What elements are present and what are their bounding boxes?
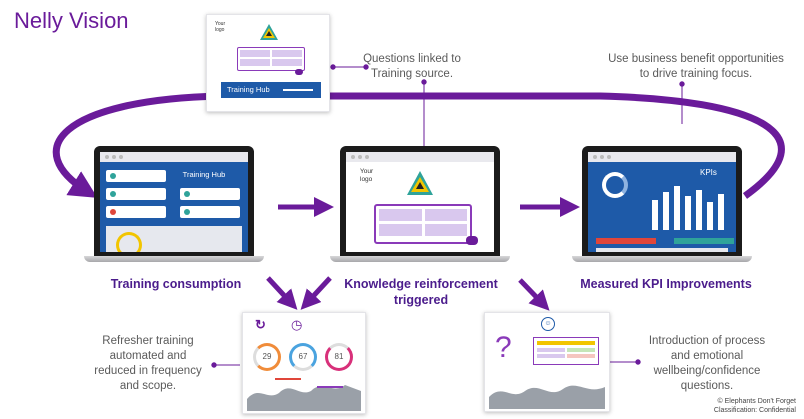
note-line: to drive training focus. bbox=[639, 68, 753, 80]
footer-line: Classification: Confidential bbox=[713, 407, 796, 414]
profile-icon: ☺ bbox=[541, 317, 555, 331]
caption-line: triggered bbox=[393, 293, 449, 307]
introduction-card: ☺ ? bbox=[484, 312, 610, 412]
laptop-logo-text: Your logo bbox=[360, 168, 373, 184]
note-line: wellbeing/confidence bbox=[653, 365, 761, 377]
note-line: Introduction of process bbox=[648, 335, 766, 347]
cycle-curve bbox=[52, 92, 785, 199]
note-line: automated and bbox=[109, 350, 187, 362]
elephant-icon bbox=[466, 236, 478, 245]
caption-kpi: Measured KPI Improvements bbox=[580, 277, 752, 291]
note-line: reduced in frequency bbox=[94, 365, 202, 377]
laptop-knowledge: Your logo bbox=[330, 146, 510, 264]
dial-1: 29 bbox=[253, 343, 281, 371]
dial-3: 81 bbox=[325, 343, 353, 371]
caption-line: Knowledge reinforcement bbox=[344, 277, 498, 291]
note-refresher: Refresher training automated and reduced… bbox=[88, 334, 208, 394]
logo-line: Your bbox=[360, 168, 374, 175]
note-line: and scope. bbox=[119, 380, 177, 392]
caption-knowledge: Knowledge reinforcement triggered bbox=[336, 276, 506, 308]
note-line: and emotional bbox=[670, 350, 744, 362]
training-hub-card: Your logo Training Hub bbox=[206, 14, 330, 112]
timer-icon: ◷ bbox=[291, 317, 303, 332]
footer-line: © Elephants Don't Forget bbox=[717, 398, 796, 405]
triangle-logo-icon bbox=[407, 171, 433, 195]
elephant-icon bbox=[295, 69, 303, 75]
laptop-kpis: KPIs bbox=[572, 146, 752, 264]
note-line: Training source. bbox=[370, 68, 454, 80]
note-line: questions. bbox=[680, 380, 734, 392]
kpi-bar-chart bbox=[652, 186, 724, 230]
note-business: Use business benefit opportunities to dr… bbox=[596, 52, 796, 82]
laptop-training-hub: Training Hub bbox=[84, 146, 264, 264]
kpis-title: KPIs bbox=[700, 168, 717, 177]
note-line: Use business benefit opportunities bbox=[608, 53, 784, 65]
card-hub-title: Training Hub bbox=[227, 85, 270, 94]
arrow-to-refresher-left bbox=[266, 276, 298, 310]
laptop-question-box bbox=[374, 204, 472, 244]
arrow-to-introduction bbox=[518, 278, 550, 311]
logo-line: Your bbox=[215, 21, 226, 27]
refresh-icon: ↻ bbox=[255, 317, 266, 332]
card-logo-text: Your logo bbox=[215, 21, 225, 33]
note-line: Questions linked to bbox=[363, 53, 461, 65]
footer-text: © Elephants Don't Forget Classification:… bbox=[656, 397, 796, 415]
refresher-area-chart bbox=[247, 378, 361, 411]
refresher-card: ↻ ◷ 29 67 81 bbox=[242, 312, 366, 414]
kpi-donut bbox=[602, 172, 628, 198]
logo-line: logo bbox=[360, 176, 373, 183]
note-line: Refresher training bbox=[102, 335, 194, 347]
caption-training: Training consumption bbox=[110, 277, 242, 291]
card-hub-banner: Training Hub bbox=[221, 82, 321, 98]
triangle-logo-icon bbox=[260, 24, 278, 40]
logo-line: logo bbox=[215, 27, 225, 33]
note-questions: Questions linked to Training source. bbox=[352, 52, 472, 82]
intro-question-box bbox=[533, 337, 599, 365]
question-mark-icon: ? bbox=[495, 331, 512, 364]
arrow-to-refresher-right bbox=[300, 276, 332, 310]
dial-2: 67 bbox=[289, 343, 317, 371]
page-title: Nelly Vision bbox=[14, 8, 129, 33]
note-introduction: Introduction of process and emotional we… bbox=[642, 334, 772, 394]
card-question-box bbox=[237, 47, 305, 71]
introduction-area-chart bbox=[489, 385, 605, 409]
hub-title: Training Hub bbox=[182, 170, 226, 179]
